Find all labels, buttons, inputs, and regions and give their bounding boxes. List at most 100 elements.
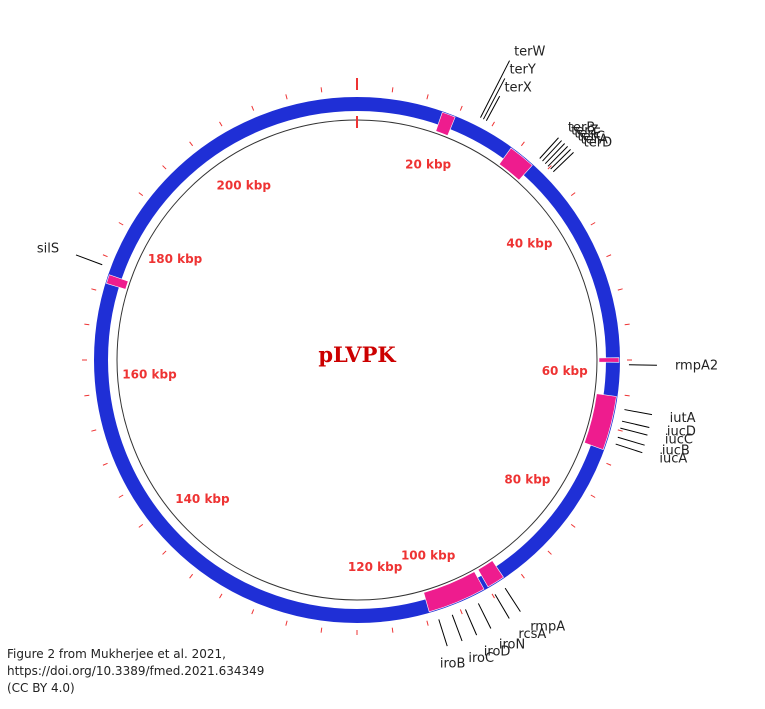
- gene-label-iroN: iroN: [499, 638, 525, 653]
- tick-mark: [624, 394, 630, 397]
- gene-label-terY: terY: [509, 63, 535, 78]
- gene-block-silS: [106, 274, 129, 290]
- gene-label-iucB: iucB: [662, 443, 690, 458]
- tick-mark: [84, 394, 90, 397]
- gene-block-ter-cluster-1: [435, 111, 456, 137]
- gene-label-rmpA2: rmpA2: [675, 359, 718, 374]
- scale-label: 100 kbp: [401, 548, 456, 562]
- tick-mark: [219, 593, 223, 599]
- gene-label-terD: terD: [584, 136, 612, 151]
- tick-mark: [162, 165, 167, 170]
- tick-mark: [520, 573, 525, 579]
- gene-label-iroB: iroB: [440, 656, 466, 671]
- tick-mark: [102, 254, 108, 258]
- gene-label-iutA: iutA: [670, 411, 696, 426]
- tick-mark: [320, 87, 323, 93]
- tick-mark: [624, 323, 630, 326]
- gene-blocks: [106, 111, 620, 613]
- tick-mark: [606, 254, 612, 258]
- tick-mark: [606, 462, 612, 466]
- gene-block-ter-cluster-2: [498, 147, 533, 181]
- tick-mark: [570, 523, 576, 528]
- scale-label: 140 kbp: [175, 492, 230, 506]
- leader-iroB: [438, 619, 448, 647]
- tick-mark: [590, 222, 596, 226]
- leader-rcsA: [494, 594, 510, 619]
- tick-mark: [320, 627, 323, 633]
- gene-label-terX: terX: [504, 80, 531, 95]
- leader-iucB: [617, 436, 645, 446]
- tick-mark: [547, 165, 552, 170]
- gene-label-terZ: terZ: [571, 123, 598, 138]
- figure-caption: Figure 2 from Mukherjee et al. 2021, htt…: [7, 646, 327, 697]
- gene-label-iroD: iroD: [484, 645, 511, 660]
- leader-terC: [547, 146, 569, 167]
- tick-mark: [617, 429, 623, 432]
- caption-line-3: (CC BY 4.0): [7, 681, 75, 695]
- scale-label: 20 kbp: [405, 158, 451, 172]
- tick-mark: [285, 94, 288, 100]
- gene-block-iuc-cluster: [584, 393, 617, 450]
- tick-mark: [590, 494, 596, 498]
- plasmid-title: pLVPK: [318, 342, 396, 367]
- scale-label: 200 kbp: [217, 179, 272, 193]
- scale-label: 120 kbp: [348, 560, 403, 574]
- tick-mark: [459, 609, 463, 615]
- tick-mark: [617, 288, 623, 291]
- leader-terW: [480, 60, 510, 118]
- tick-mark: [426, 94, 429, 100]
- tick-mark: [520, 141, 525, 147]
- leader-iutA: [624, 409, 653, 416]
- gene-label-terE: terE: [574, 126, 601, 141]
- gene-block-rmpA2: [598, 357, 620, 363]
- tick-mark: [251, 609, 255, 615]
- gene-block-rmpA-rcsA: [477, 560, 504, 588]
- tick-mark: [491, 121, 495, 127]
- caption-line-2: https://doi.org/10.3389/fmed.2021.634349: [7, 664, 265, 678]
- leader-iroC: [451, 614, 463, 642]
- tick-mark: [138, 523, 144, 528]
- leader-silS: [75, 254, 103, 266]
- gene-label-terC: terC: [577, 129, 605, 144]
- scale-label: 180 kbp: [148, 252, 203, 266]
- tick-mark: [91, 429, 97, 432]
- leader-iucC: [620, 427, 648, 436]
- outer-tick-marks: [82, 85, 632, 635]
- scale-label: 160 kbp: [122, 368, 177, 382]
- tick-mark: [251, 105, 255, 111]
- leader-terY: [482, 78, 506, 120]
- tick-mark: [91, 288, 97, 291]
- tick-mark: [547, 550, 552, 555]
- scale-label: 40 kbp: [506, 237, 552, 251]
- tick-mark: [162, 550, 167, 555]
- tick-mark: [285, 620, 288, 626]
- tick-mark: [491, 593, 495, 599]
- tick-mark: [459, 105, 463, 111]
- gene-block-iro-cluster: [423, 571, 485, 613]
- gene-label-terW: terW: [514, 45, 545, 60]
- gene-label-iucA: iucA: [659, 451, 687, 466]
- leader-terB: [539, 137, 559, 159]
- tick-mark: [189, 573, 194, 579]
- gene-label-silS: silS: [37, 242, 59, 257]
- gene-label-terA: terA: [581, 133, 608, 148]
- tick-mark: [570, 192, 576, 197]
- tick-mark: [84, 323, 90, 326]
- tick-mark: [118, 222, 124, 226]
- leader-terZ: [542, 140, 562, 162]
- leader-iroD: [465, 609, 478, 636]
- scale-label: 80 kbp: [504, 472, 550, 486]
- tick-mark: [118, 494, 124, 498]
- leader-iroN: [477, 603, 492, 629]
- leader-iucA: [615, 443, 643, 454]
- gene-label-iroC: iroC: [468, 651, 494, 666]
- tick-mark: [189, 141, 194, 147]
- gene-label-terB: terB: [568, 120, 595, 135]
- tick-mark: [138, 192, 144, 197]
- caption-line-1: Figure 2 from Mukherjee et al. 2021,: [7, 647, 226, 661]
- leader-iucD: [621, 420, 650, 428]
- tick-mark: [391, 87, 394, 93]
